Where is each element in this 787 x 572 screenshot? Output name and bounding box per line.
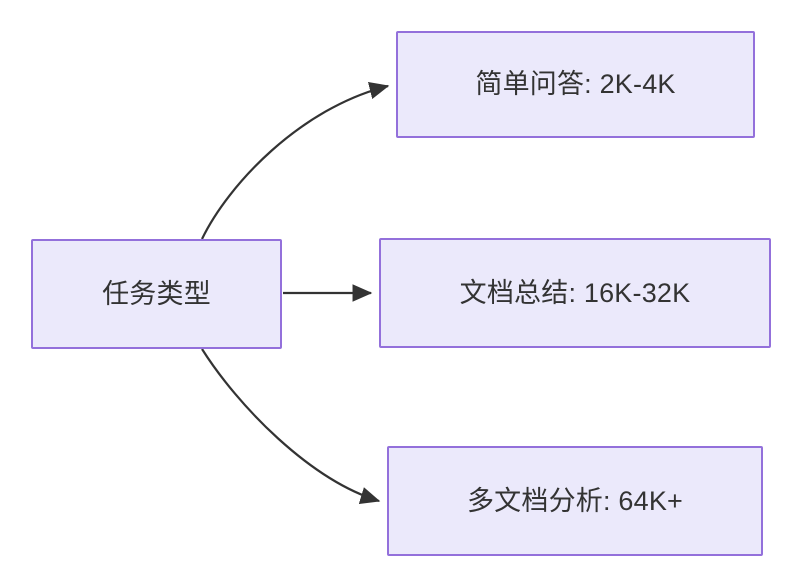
node-simple-qa[interactable]: 简单问答: 2K-4K	[396, 31, 755, 138]
edge-root-to-simple-qa	[201, 81, 390, 240]
node-simple-qa-label: 简单问答: 2K-4K	[475, 69, 676, 100]
node-doc-summary-label: 文档总结: 16K-32K	[459, 277, 691, 308]
node-doc-summary[interactable]: 文档总结: 16K-32K	[379, 238, 771, 348]
edge-root-to-multi-doc	[201, 348, 381, 505]
node-multi-doc-analysis[interactable]: 多文档分析: 64K+	[387, 446, 763, 556]
node-task-type[interactable]: 任务类型	[31, 239, 282, 349]
node-multi-doc-analysis-label: 多文档分析: 64K+	[466, 485, 683, 516]
node-task-type-label: 任务类型	[102, 278, 211, 309]
